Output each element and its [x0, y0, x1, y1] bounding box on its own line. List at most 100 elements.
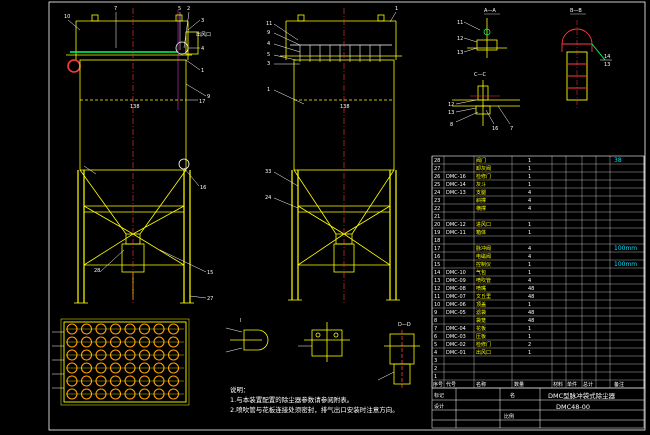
table-cell: 1: [528, 270, 531, 276]
leader-label: 24: [265, 195, 271, 201]
table-cell: 灰斗: [476, 181, 486, 188]
leader-label: 16: [492, 126, 498, 132]
detail-i: I: [225, 318, 269, 353]
table-cell: 1: [528, 334, 531, 340]
table-cell: 48: [528, 286, 534, 292]
table-cell: 16: [434, 254, 440, 260]
bag-layout-plan: [52, 318, 190, 406]
table-cell: 4: [528, 246, 531, 252]
table-cell: 48: [528, 318, 534, 324]
table-cell: 21: [434, 214, 440, 220]
table-cell: 控制仪: [476, 261, 491, 268]
leader-label: 8: [450, 122, 453, 128]
table-cell: 喷嘴: [476, 285, 486, 292]
notes-title: 说明：: [230, 385, 250, 394]
title-block-company: 名: [510, 392, 515, 399]
table-cell: 8: [434, 318, 437, 324]
leader-label: 7: [114, 6, 117, 12]
table-cell: 支腿: [476, 189, 486, 196]
section-aa: A—A 11 12 13: [457, 8, 507, 58]
notes-line-1: 1.与本装置配置的除尘器参数请参阅附表。: [230, 395, 353, 404]
table-cell: 17: [434, 246, 440, 252]
leader-label: 5: [178, 6, 181, 12]
leader-label: 10: [64, 14, 70, 20]
table-cell: 5: [434, 342, 437, 348]
side-leaders: [273, 11, 397, 209]
table-cell: DMC-05: [446, 310, 466, 316]
table-cell: 18: [434, 238, 440, 244]
leader-label: 4: [267, 41, 270, 47]
table-cell: 2: [434, 366, 437, 372]
table-cell: DMC-01: [446, 350, 466, 356]
table-cell: 9: [434, 310, 437, 316]
leader-label: 16: [200, 185, 206, 191]
table-cell: 喷吹管: [476, 277, 491, 284]
table-cell: 阀门: [476, 157, 486, 164]
table-cell: 10: [434, 302, 440, 308]
table-header-cell: 备注: [614, 381, 624, 388]
detail-i-title: I: [240, 318, 241, 324]
table-cell: 1: [528, 326, 531, 332]
table-cell: 27: [434, 166, 440, 172]
table-cell: 3: [434, 358, 437, 364]
bag-grid: [66, 323, 184, 400]
leader-label: 7: [510, 126, 513, 132]
table-cell: DMC-14: [446, 182, 466, 188]
leader-label: 1: [201, 68, 204, 74]
table-header-cell: 材料: [553, 381, 563, 388]
table-cell: 15: [434, 262, 440, 268]
table-cell: 20: [434, 222, 440, 228]
table-cell: DMC-03: [446, 334, 466, 340]
drawing-frame: [48, 1, 646, 431]
leader-label: 3: [267, 61, 270, 67]
leader-label: 11: [266, 21, 272, 27]
table-cell: 1: [528, 158, 531, 164]
table-cell: 卸灰阀: [476, 165, 491, 172]
table-cell: 1: [434, 374, 437, 380]
table-cell: 23: [434, 198, 440, 204]
leader-label: 13: [457, 50, 463, 56]
leader-label: 4: [201, 46, 204, 52]
table-cell: 1: [528, 350, 531, 356]
section-cc-title: C—C: [474, 72, 486, 78]
table-cell: DMC-04: [446, 326, 466, 332]
table-cell: 4: [528, 190, 531, 196]
outlet-label: 出风口: [196, 31, 211, 38]
leader-label: 13: [604, 62, 610, 68]
dim-text: 1: [395, 6, 398, 12]
table-cell: 脉冲阀: [476, 245, 491, 252]
table-cell: DMC-09: [446, 278, 466, 284]
table-cell: 100mm: [614, 245, 637, 252]
leader-label: 28: [94, 268, 100, 274]
table-cell: 4: [528, 198, 531, 204]
leader-label: 5: [267, 52, 270, 58]
table-cell: 6: [434, 334, 437, 340]
leader-label: 3: [201, 18, 204, 24]
table-cell: 4: [528, 254, 531, 260]
table-cell: 检修门: [476, 173, 491, 180]
notes-line-2: 2.喷吹管与花板连接处须密封，排气出口安装时注意方向。: [230, 405, 399, 414]
table-cell: 1: [528, 222, 531, 228]
title-block-mark: 标记: [434, 392, 444, 399]
table-cell: 19: [434, 230, 440, 236]
table-cell: 25: [434, 182, 440, 188]
table-cell: 100mm: [614, 261, 637, 268]
table-cell: 38: [614, 157, 622, 164]
section-bb-title: B—B: [570, 8, 582, 14]
front-leaders: [67, 11, 207, 299]
table-cell: DMC-06: [446, 302, 466, 308]
table-cell: DMC-02: [446, 342, 466, 348]
section-bb: B—B 14 13: [561, 8, 612, 108]
side-view: [280, 14, 402, 301]
table-cell: DMC-11: [446, 230, 466, 236]
leader-label: 12: [457, 36, 463, 42]
table-cell: 出风口: [476, 349, 491, 356]
section-dd: D—D: [377, 322, 420, 388]
side-leader-labels: 11 9 4 5 3 1 33 24 1 138: [265, 6, 398, 201]
table-cell: 1: [528, 302, 531, 308]
table-cell: 7: [434, 326, 437, 332]
front-leader-labels: 10 7 5 2 3 4 1 9 17 16 15 27 28 出风口 138: [64, 6, 213, 302]
table-cell: 4: [528, 278, 531, 284]
